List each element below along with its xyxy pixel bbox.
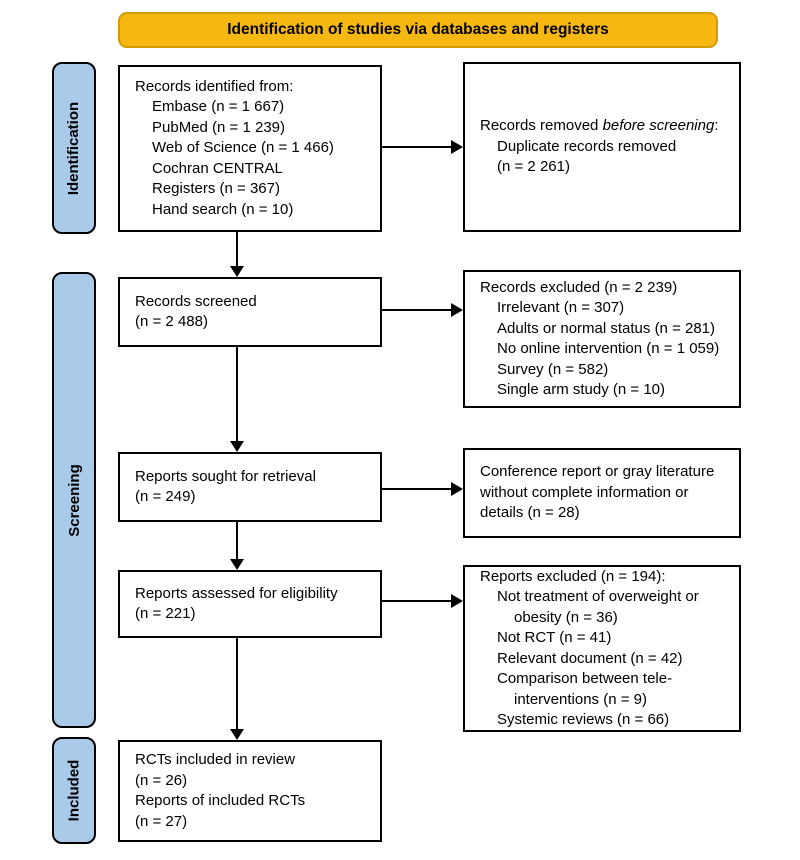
box-line: Reports excluded (n = 194): xyxy=(480,567,666,585)
stage-label-included: Included xyxy=(52,737,96,844)
diagram-title-banner: Identification of studies via databases … xyxy=(118,12,718,48)
arrow-identified-to-screened xyxy=(230,232,244,277)
box-line-italic-text: before screening xyxy=(602,117,715,135)
box-line: Registers (n = 367) xyxy=(152,180,280,198)
arrow-sought-to-assessed xyxy=(230,522,244,570)
box-line: interventions (n = 9) xyxy=(514,690,647,708)
box-line: Records excluded (n = 2 239) xyxy=(480,278,678,296)
stage-label-screening: Screening xyxy=(52,272,96,728)
box-line: Irrelevant (n = 307) xyxy=(497,299,625,316)
box-line: No online intervention (n = 1 059) xyxy=(497,340,720,357)
box-reports-assessed: Reports assessed for eligibility (n = 221… xyxy=(118,570,382,638)
box-line-text: : xyxy=(714,117,719,135)
box-line: Comparison between tele- xyxy=(497,670,673,687)
box-records-excluded: Records excluded (n = 2 239) Irrelevant (… xyxy=(463,270,741,408)
arrow-sought-to-conference xyxy=(382,482,463,496)
diagram-title: Identification of studies via databases … xyxy=(227,21,609,38)
box-line: Records removed before screening: xyxy=(480,116,729,137)
box-line: Not treatment of overweight or xyxy=(497,588,699,605)
box-line: (n = 26) xyxy=(135,771,188,789)
box-line: Reports assessed for eligibility xyxy=(135,584,338,602)
box-included-rcts: RCTs included in review (n = 26) Reports o… xyxy=(118,740,382,842)
stage-label-text: Screening xyxy=(65,463,83,537)
box-line: Relevant document (n = 42) xyxy=(497,649,683,667)
box-line: Reports of included RCTs xyxy=(135,792,306,809)
arrow-assessed-to-included xyxy=(230,638,244,740)
box-line: (n = 221) xyxy=(135,605,196,622)
box-line: Records screened xyxy=(135,292,257,310)
box-line: Survey (n = 582) xyxy=(497,360,609,378)
box-line: Web of Science (n = 1 466) xyxy=(152,139,334,157)
box-line: (n = 2 488) xyxy=(135,313,208,330)
box-line: Conference report or gray literature wit… xyxy=(480,463,715,522)
box-line: (n = 27) xyxy=(135,812,188,830)
arrow-assessed-to-reports-excluded xyxy=(382,594,463,608)
box-line-text: Records removed xyxy=(480,117,603,135)
box-line: Reports sought for retrieval xyxy=(135,467,316,485)
box-line: Duplicate records removed xyxy=(497,137,677,155)
arrow-screened-to-excluded xyxy=(382,303,463,317)
box-reports-sought: Reports sought for retrieval (n = 249) xyxy=(118,452,382,522)
box-line: PubMed (n = 1 239) xyxy=(152,118,286,136)
box-line: Single arm study (n = 10) xyxy=(497,381,665,398)
arrow-screened-to-sought xyxy=(230,347,244,452)
box-line: RCTs included in review xyxy=(135,751,296,768)
stage-label-text: Identification xyxy=(65,101,83,195)
box-reports-excluded: Reports excluded (n = 194): Not treatment… xyxy=(463,565,741,732)
box-line: obesity (n = 36) xyxy=(514,608,618,626)
stage-label-identification: Identification xyxy=(52,62,96,234)
box-line: Systemic reviews (n = 66) xyxy=(497,711,670,728)
box-line: Adults or normal status (n = 281) xyxy=(497,319,716,337)
box-records-screened: Records screened (n = 2 488) xyxy=(118,277,382,347)
arrow-identified-to-removed xyxy=(382,140,463,154)
box-line: Embase (n = 1 667) xyxy=(152,98,285,116)
box-line: Hand search (n = 10) xyxy=(152,200,294,218)
box-lines: Duplicate records removed (n = 2 261) xyxy=(480,137,729,178)
stage-label-text: Included xyxy=(65,759,83,822)
box-line: (n = 249) xyxy=(135,488,196,505)
box-records-identified: Records identified from: Embase (n = 1 66… xyxy=(118,65,382,232)
box-line: Not RCT (n = 41) xyxy=(497,629,612,646)
box-line: Records identified from: xyxy=(135,77,294,95)
box-conference-excluded: Conference report or gray literature wit… xyxy=(463,448,741,538)
box-line: Cochran CENTRAL xyxy=(152,159,283,177)
box-records-removed: Records removed before screening: Duplic… xyxy=(463,62,741,232)
box-line: (n = 2 261) xyxy=(497,158,570,176)
